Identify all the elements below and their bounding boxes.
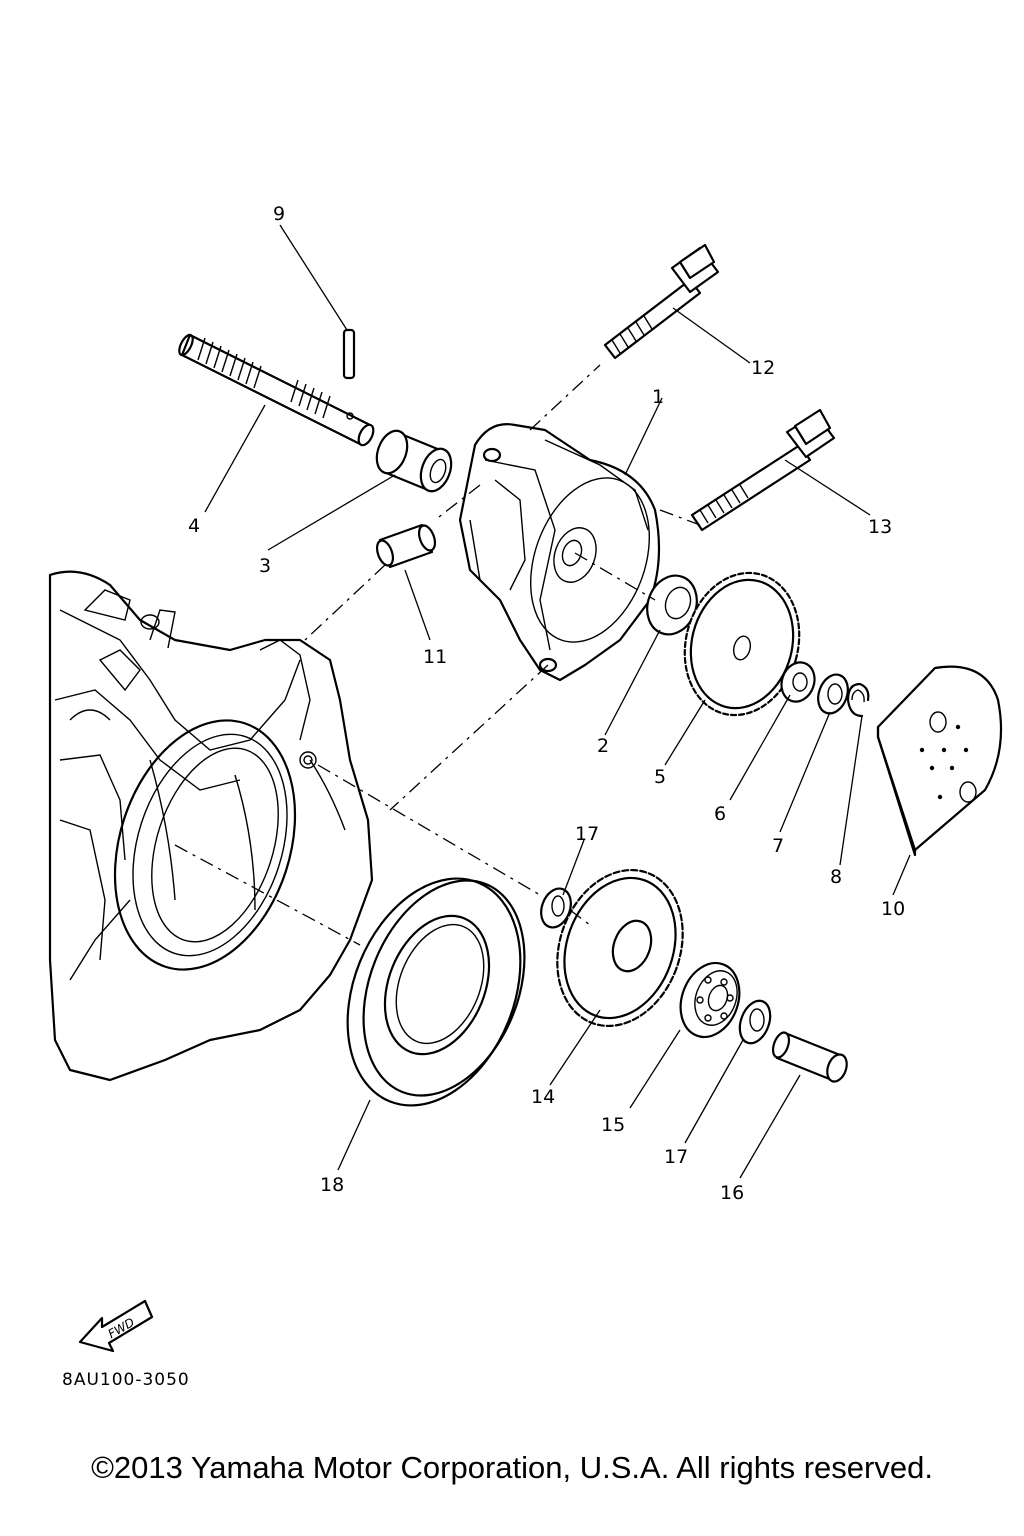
callout-5: 5 [654,766,666,788]
leader-lines [204,224,911,1179]
part-14-gear [556,868,684,1028]
part-10-plate [876,665,1003,857]
part-16-collar [771,1031,848,1083]
callout-9: 9 [273,203,285,225]
part-7-washer [817,673,849,715]
part-6-nut [780,661,816,703]
part-9-pin [342,328,356,380]
callout-16: 16 [720,1182,744,1204]
assembly-lines [174,364,701,946]
callout-17-upper: 17 [575,823,599,845]
part-13-bolt [690,408,836,532]
callout-8: 8 [830,866,842,888]
callout-14: 14 [531,1086,555,1108]
part-15-bearing [679,961,741,1039]
part-1-housing [458,423,661,682]
callout-4: 4 [188,515,200,537]
fwd-arrow-icon: FWD [78,1299,154,1353]
callout-6: 6 [714,803,726,825]
callout-18: 18 [320,1174,344,1196]
callout-13: 13 [868,516,892,538]
callout-12: 12 [751,357,775,379]
callout-15: 15 [601,1114,625,1136]
callout-7: 7 [772,835,784,857]
callout-17-lower: 17 [664,1146,688,1168]
part-5-sprocket [683,571,801,717]
part-18-seal [346,877,526,1107]
part-12-bolt [603,243,720,360]
part-17-washer-lower [738,999,772,1045]
callout-3: 3 [259,555,271,577]
part-3-bushing [375,429,453,493]
callout-1: 1 [652,386,664,408]
callout-2: 2 [597,735,609,757]
copyright-notice: ©2013 Yamaha Motor Corporation, U.S.A. A… [91,1450,933,1485]
part-8-circlip [846,682,870,718]
callout-11: 11 [423,646,447,668]
callout-10: 10 [881,898,905,920]
crankcase [48,570,374,1082]
part-11-dowel [375,523,437,569]
part-4-shaft [178,333,375,447]
diagram-code: 8AU100-3050 [62,1370,190,1390]
callout-numbers: 1 2 3 4 5 6 7 8 9 10 11 12 13 14 15 16 1… [188,203,905,1204]
